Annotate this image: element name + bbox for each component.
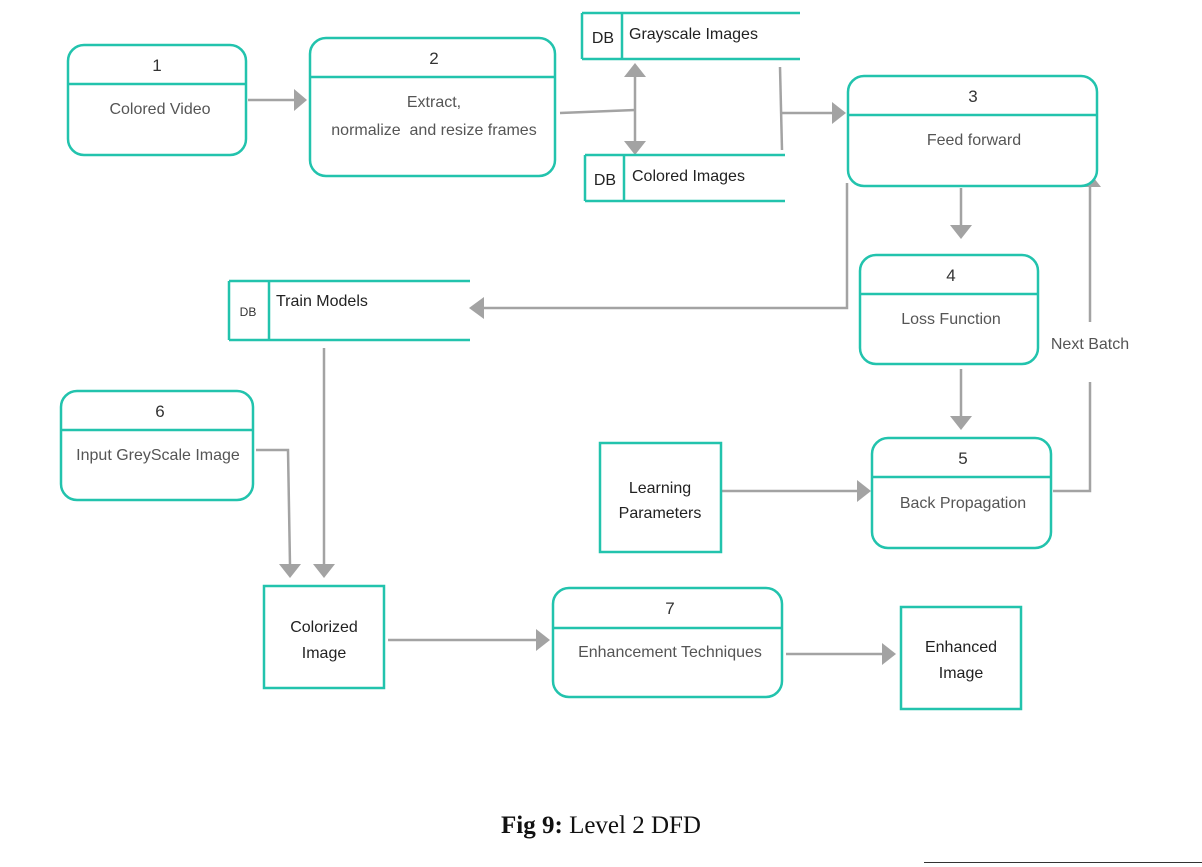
process-number: 1 (152, 56, 161, 75)
process-label-line-1: Extract, (407, 94, 461, 111)
process-number: 6 (155, 402, 164, 421)
store-label: Colored Images (632, 168, 745, 185)
process-number: 4 (946, 266, 955, 285)
process-6-input-greyscale: 6 Input GreyScale Image (59, 389, 255, 502)
flow-train-models-to-colorized (313, 348, 335, 578)
process-label: Colored Video (109, 101, 210, 118)
page-rule (924, 862, 1202, 863)
process-label: Enhancement Techniques (578, 644, 762, 661)
process-7-enhancement: 7 Enhancement Techniques (551, 586, 784, 699)
store-tag: DB (592, 30, 614, 47)
flow-stores-to-feed-forward (778, 66, 846, 151)
entity-colorized-image: Colorized Image (262, 584, 386, 690)
figure-caption: Fig 9: Level 2 DFD (0, 812, 1202, 840)
entity-label-line-1: Enhanced (925, 639, 997, 656)
entity-label-line-2: Image (939, 665, 984, 682)
flow-colorized-to-enhancement (388, 629, 550, 651)
store-colored-images: DB Colored Images (583, 153, 785, 203)
store-label: Train Models (276, 293, 368, 310)
flow-backprop-to-feed-forward (1053, 173, 1101, 493)
caption-text: Level 2 DFD (569, 812, 701, 839)
store-grayscale-images: DB Grayscale Images (580, 11, 800, 61)
store-tag: DB (240, 305, 257, 319)
store-label: Grayscale Images (629, 26, 758, 43)
flow-learning-to-backprop (722, 480, 871, 502)
flow-enhancement-to-enhanced (786, 643, 896, 665)
process-2-extract: 2 Extract, normalize and resize frames (308, 36, 557, 178)
caption-prefix: Fig 9: (501, 812, 563, 839)
flow-input-grey-to-colorized (256, 448, 301, 578)
flow-feed-forward-to-train-models (469, 183, 849, 319)
entity-label-line-1: Colorized (290, 619, 358, 636)
process-4-loss-function: 4 Loss Function (858, 253, 1040, 366)
dfd-diagram: 1 Colored Video 2 Extract, normalize and… (59, 11, 1129, 711)
process-label: Feed forward (927, 132, 1021, 149)
entity-label-line-1: Learning (629, 480, 691, 497)
process-number: 7 (665, 599, 674, 618)
flow-label-next-batch: Next Batch (1051, 336, 1129, 353)
process-label-line-2: normalize and resize frames (331, 122, 536, 139)
process-label: Input GreyScale Image (76, 447, 240, 464)
store-tag: DB (594, 172, 616, 189)
flow-feed-forward-to-loss (950, 188, 972, 239)
process-label: Loss Function (901, 311, 1001, 328)
entity-enhanced-image: Enhanced Image (899, 605, 1023, 711)
process-number: 3 (968, 87, 977, 106)
process-1-colored-video: 1 Colored Video (66, 43, 248, 157)
flow-extract-to-stores (559, 63, 646, 155)
process-number: 5 (958, 449, 967, 468)
entity-label-line-2: Parameters (619, 505, 702, 522)
process-number: 2 (429, 49, 438, 68)
entity-label-line-2: Image (302, 645, 347, 662)
process-label: Back Propagation (900, 495, 1026, 512)
flow-colored-video-to-extract (248, 89, 307, 111)
flow-loss-to-backprop (950, 369, 972, 430)
process-3-feed-forward: 3 Feed forward (846, 74, 1099, 188)
process-5-back-propagation: 5 Back Propagation (870, 436, 1053, 550)
store-train-models: DB Train Models (227, 279, 470, 342)
entity-learning-parameters: Learning Parameters (598, 441, 723, 554)
